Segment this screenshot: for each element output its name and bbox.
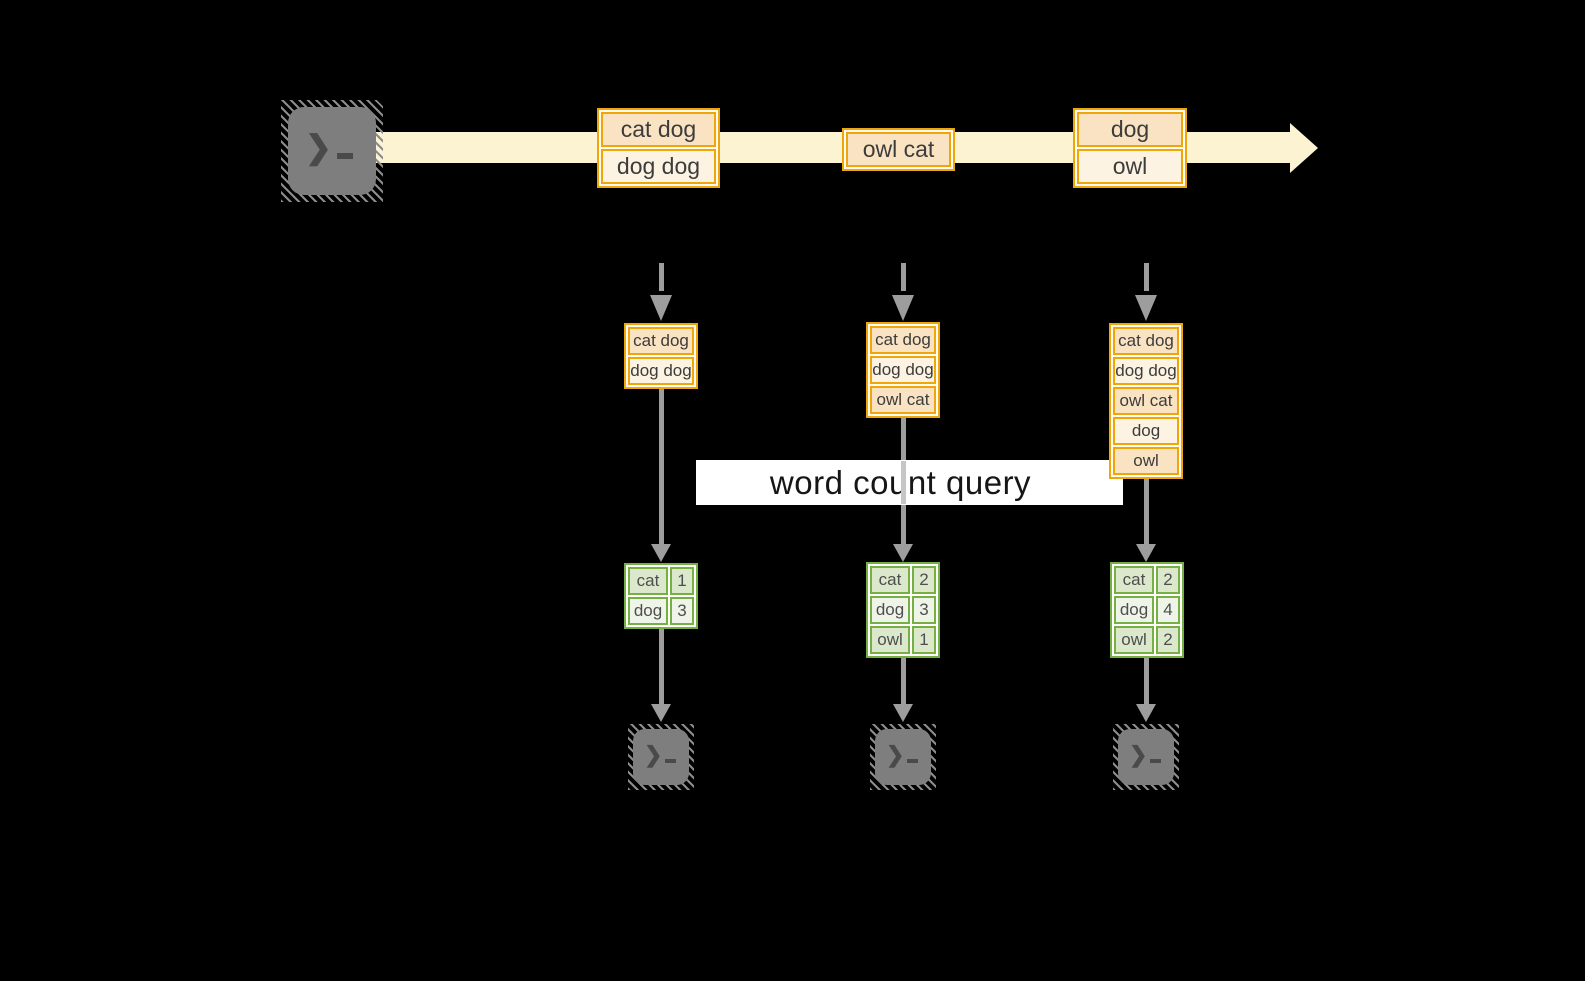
record-row: dog dog bbox=[628, 357, 694, 385]
arrowhead-icon bbox=[1136, 704, 1156, 722]
result-word-cell: owl bbox=[870, 626, 910, 654]
down-arrow-line bbox=[659, 389, 664, 545]
dashed-arrow-line bbox=[659, 263, 664, 291]
arrowhead-icon bbox=[1135, 295, 1157, 321]
terminal-cursor-icon bbox=[1150, 759, 1162, 763]
result-word-cell: dog bbox=[870, 596, 910, 624]
result-count-cell: 2 bbox=[912, 566, 936, 594]
dashed-arrow-line bbox=[1144, 263, 1149, 291]
stream-arrowhead-icon bbox=[1290, 123, 1318, 173]
record-row: owl cat bbox=[846, 132, 951, 167]
terminal-screen: ❯ bbox=[1118, 729, 1174, 785]
terminal-cursor-icon bbox=[665, 759, 677, 763]
result-count-cell: 4 bbox=[1156, 596, 1180, 624]
record-row: cat dog bbox=[1113, 327, 1179, 355]
down-arrow-line bbox=[1144, 658, 1149, 705]
down-arrow-line-over-label bbox=[901, 461, 906, 504]
result-count-cell: 2 bbox=[1156, 566, 1180, 594]
result-count-cell: 3 bbox=[670, 597, 694, 625]
record-row: dog dog bbox=[870, 356, 936, 384]
terminal-prompt-icon: ❯ bbox=[644, 742, 663, 767]
record-row: owl cat bbox=[870, 386, 936, 414]
result-word-cell: cat bbox=[628, 567, 668, 595]
record-row: dog dog bbox=[1113, 357, 1179, 385]
arrowhead-icon bbox=[651, 544, 671, 562]
terminal-screen: ❯ bbox=[875, 729, 931, 785]
arrowhead-icon bbox=[651, 704, 671, 722]
terminal-prompt-icon: ❯ bbox=[305, 129, 332, 165]
record-row: owl cat bbox=[1113, 387, 1179, 415]
record-row: cat dog bbox=[870, 326, 936, 354]
record-row: owl bbox=[1113, 447, 1179, 475]
terminal-screen: ❯ bbox=[633, 729, 689, 785]
result-word-cell: cat bbox=[1114, 566, 1154, 594]
output-terminal-icon: ❯ bbox=[1113, 724, 1179, 790]
record-row: dog bbox=[1077, 112, 1183, 147]
down-arrow-line bbox=[901, 658, 906, 705]
arrowhead-icon bbox=[892, 295, 914, 321]
result-count-cell: 2 bbox=[1156, 626, 1180, 654]
result-word-cell: owl bbox=[1114, 626, 1154, 654]
record-row: dog dog bbox=[601, 149, 716, 184]
output-terminal-icon: ❯ bbox=[628, 724, 694, 790]
terminal-cursor-icon bbox=[907, 759, 919, 763]
result-count-cell: 3 bbox=[912, 596, 936, 624]
result-count-cell: 1 bbox=[912, 626, 936, 654]
down-arrow-line bbox=[1144, 479, 1149, 545]
down-arrow-line bbox=[659, 629, 664, 705]
word-count-query-label: word count query bbox=[696, 460, 1123, 505]
record-row: cat dog bbox=[601, 112, 716, 147]
result-word-cell: cat bbox=[870, 566, 910, 594]
output-terminal-icon: ❯ bbox=[870, 724, 936, 790]
arrowhead-icon bbox=[893, 544, 913, 562]
stream-record-box: owl cat bbox=[842, 128, 955, 171]
arrowhead-icon bbox=[893, 704, 913, 722]
terminal-prompt-icon: ❯ bbox=[1129, 742, 1148, 767]
record-row: dog bbox=[1113, 417, 1179, 445]
terminal-prompt-icon: ❯ bbox=[886, 742, 905, 767]
record-row: cat dog bbox=[628, 327, 694, 355]
source-terminal-icon: ❯ bbox=[281, 100, 383, 202]
arrowhead-icon bbox=[1136, 544, 1156, 562]
terminal-screen: ❯ bbox=[288, 107, 376, 195]
result-word-cell: dog bbox=[1114, 596, 1154, 624]
record-row: owl bbox=[1077, 149, 1183, 184]
arrowhead-icon bbox=[650, 295, 672, 321]
dashed-arrow-line bbox=[901, 263, 906, 291]
terminal-cursor-icon bbox=[336, 153, 353, 159]
result-word-cell: dog bbox=[628, 597, 668, 625]
result-count-cell: 1 bbox=[670, 567, 694, 595]
